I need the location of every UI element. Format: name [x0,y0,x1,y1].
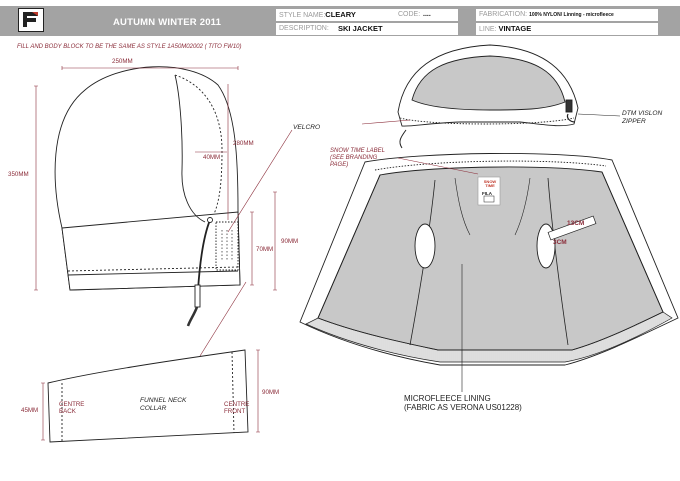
collar-dimension-lines [41,349,260,441]
fabrication-label: FABRICATION: [479,11,528,18]
dim-13cm-b: 3CM [553,239,567,246]
centre-front-line-2: FRONT [224,408,246,416]
style-name-value: CLEARY [325,10,356,19]
lining-line-2: (FABRIC AS VERONA US01228) [404,403,522,413]
code-value: .... [423,11,431,18]
funnel-neck-label: FUNNEL NECK COLLAR [140,397,186,412]
description-field: DESCRIPTION: SKI JACKET [276,23,458,35]
collar-drawing [47,349,249,443]
line-field: LINE: VINTAGE [476,23,658,35]
fabrication-value: 100% NYLON/ Linning - microfleece [529,12,614,18]
velcro-leader-line [227,129,293,233]
code-label: CODE: [398,11,421,18]
lining-line-1: MICROFLEECE LINING [404,394,491,403]
snow-line-1: SNOW TIME LABEL [330,148,386,154]
fill-note: FILL AND BODY BLOCK TO BE THE SAME AS ST… [17,44,242,50]
hood-drawing [54,66,241,327]
centre-back-line-1: CENTRE [59,401,85,408]
snow-time-label-note: SNOW TIME LABEL (SEE BRANDING PAGE) [330,148,385,169]
velcro-collar-leader [361,119,411,125]
dim-350mm: 350MM [8,171,29,178]
centre-front-label: CENTRE FRONT [224,401,249,415]
funnel-line-1: FUNNEL NECK [140,397,187,404]
style-name-label: STYLE NAME: [279,12,326,19]
jacket-body [299,152,679,366]
dim-40mm: 40MM [203,154,221,161]
zipper-line-2: ZIPPER [622,117,646,125]
collar-leader-line [199,281,247,357]
velcro-label: VELCRO [293,124,321,131]
centre-back-label: CENTRE BACK [59,401,84,415]
brand-label-fila: FILA [482,191,492,196]
dim-45mm: 45MM [21,407,39,414]
style-name-field: STYLE NAME:CLEARY CODE:.... [276,9,458,21]
hood-dimension-lines [34,66,277,291]
description-value: SKI JACKET [338,24,383,33]
fabrication-field: FABRICATION: 100% NYLON/ Linning - micro… [476,9,658,21]
lining-label: MICROFLEECE LINING (FABRIC AS VERONA US0… [404,394,522,412]
dim-70mm: 70MM [256,246,274,253]
season-title: AUTUMN WINTER 2011 [113,17,222,28]
funnel-line-2: COLLAR [140,404,167,412]
line-label: LINE: [479,26,497,33]
collar-top-view [397,44,579,127]
fila-logo [18,8,44,32]
brand-label [477,176,501,206]
zipper-line-1: DTM VISLON [622,110,663,117]
dim-280mm: 280MM [233,140,254,147]
centre-front-line-1: CENTRE [224,401,250,408]
snow-label-leader [397,157,479,175]
centre-back-line-2: BACK [59,408,76,416]
zipper-label: DTM VISLON ZIPPER [622,110,662,125]
line-value: VINTAGE [498,24,532,33]
dim-13cm-a: 13CM [567,220,585,227]
brand-label-snow: SNOW TIME [483,179,497,189]
zipper-leader [577,113,621,117]
description-label: DESCRIPTION: [279,25,329,32]
dim-90mm: 90MM [281,238,299,245]
fila-logo-mark [23,12,38,27]
dim-250mm: 250MM [112,58,133,65]
zipper-pull [399,129,407,149]
snow-line-3: PAGE) [330,161,349,168]
dim-collar-90mm: 90MM [262,389,280,396]
snow-line-2: (SEE BRANDING [330,154,378,161]
